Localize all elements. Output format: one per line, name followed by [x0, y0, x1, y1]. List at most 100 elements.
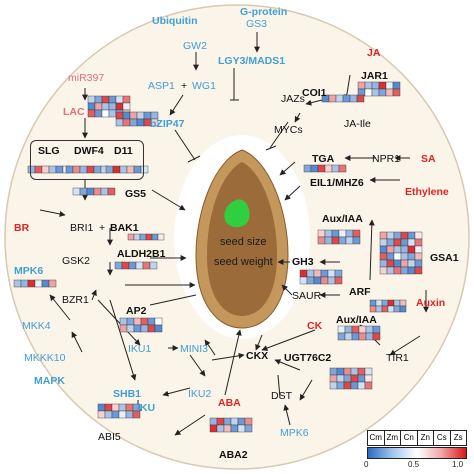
heatmap-cell	[356, 94, 365, 103]
heatmap-cell	[216, 424, 225, 433]
heatmap-cell	[114, 261, 123, 270]
label-lac: LAC	[63, 106, 85, 118]
label-shb1: SHB1	[113, 388, 142, 400]
heatmap-cell	[230, 424, 239, 433]
expression-heatmap	[299, 269, 343, 285]
expression-heatmap	[97, 403, 141, 419]
heatmap-cell	[386, 259, 395, 268]
heatmap-cell	[399, 305, 407, 313]
heatmap-cell	[387, 299, 395, 307]
center-seed-weight: seed weight	[214, 256, 273, 268]
heatmap-cell	[299, 269, 308, 278]
heatmap-cell	[381, 305, 389, 313]
label-mycs: MYCs	[274, 124, 303, 136]
label-ugt76c2: UGT76C2	[284, 352, 332, 364]
legend-color-scale	[367, 447, 467, 459]
label-bzr1: BZR1	[62, 294, 89, 306]
heatmap-cell	[27, 279, 36, 288]
heatmap-cell	[400, 231, 409, 240]
heatmap-cell	[145, 233, 153, 241]
heatmap-cell	[93, 187, 102, 196]
legend-species: Zs	[453, 433, 463, 442]
heatmap-layer	[13, 81, 423, 433]
label-wg1: WG1	[192, 80, 216, 92]
heatmap-cell	[337, 332, 346, 341]
heatmap-cell	[345, 236, 354, 245]
expression-heatmap	[379, 231, 423, 275]
label-ck: CK	[307, 320, 323, 332]
heatmap-cell	[119, 317, 128, 326]
expression-heatmap	[87, 95, 131, 118]
label-sa: SA	[421, 153, 436, 165]
label-mkkk10: MKKK10	[24, 352, 66, 364]
legend-species: Zn	[418, 431, 434, 445]
label-iku2: IKU2	[188, 388, 212, 400]
heatmap-cell	[338, 229, 347, 238]
heatmap-cell	[118, 410, 127, 419]
heatmap-cell	[357, 381, 366, 390]
arrow	[265, 145, 277, 151]
heatmap-cell	[111, 410, 120, 419]
heatmap-cell	[122, 111, 131, 120]
label-ethylene: Ethylene	[405, 186, 449, 198]
heatmap-cell	[209, 417, 218, 426]
heatmap-cell	[79, 187, 88, 196]
heatmap-cell	[400, 266, 409, 275]
heatmap-cell	[115, 118, 124, 127]
heatmap-cell	[94, 102, 103, 111]
arrow	[174, 414, 206, 436]
heatmap-cell	[336, 367, 345, 376]
label-asp1: ASP1	[148, 80, 175, 92]
heatmap-cell	[385, 81, 394, 90]
heatmap-cell	[140, 317, 149, 326]
embryo	[224, 199, 250, 228]
heatmap-cell	[129, 111, 138, 120]
arrow	[39, 209, 66, 217]
heatmap-cell	[115, 111, 124, 120]
heatmap-cell	[364, 88, 373, 97]
heatmap-cell	[244, 424, 253, 433]
heatmap-cell	[154, 324, 163, 333]
heatmap-cell	[94, 95, 103, 104]
heatmap-cell	[331, 164, 340, 173]
heatmap-cell	[122, 102, 131, 111]
heatmap-cell	[132, 410, 141, 419]
heatmap-cell	[223, 417, 232, 426]
heatmap-cell	[407, 259, 416, 268]
heatmap-cell	[365, 332, 374, 341]
slg-dwf4-d11-box	[30, 140, 144, 180]
expression-heatmap	[105, 165, 149, 174]
heatmap-cell	[350, 381, 359, 390]
heatmap-cell	[136, 111, 145, 120]
arrow	[283, 404, 291, 426]
heatmap-cell	[125, 410, 134, 419]
heatmap-cell	[393, 245, 402, 254]
heatmap-cell	[334, 276, 343, 285]
heatmap-cell	[393, 305, 401, 313]
heatmap-cell	[136, 118, 145, 127]
heatmap-cell	[352, 236, 361, 245]
heatmap-cell	[369, 299, 377, 307]
label-ja: JA	[367, 47, 381, 59]
heatmap-cell	[150, 118, 159, 127]
heatmap-cell	[344, 332, 353, 341]
label-dst: DST	[271, 390, 292, 402]
heatmap-cell	[407, 245, 416, 254]
heatmap-cell	[379, 245, 388, 254]
heatmap-cell	[104, 403, 113, 412]
label-tir1: TIR1	[386, 352, 409, 364]
expression-heatmap	[317, 229, 361, 245]
heatmap-cell	[393, 266, 402, 275]
heatmap-cell	[337, 325, 346, 334]
label-aux-iaa-bottom: Aux/IAA	[336, 314, 377, 326]
heatmap-cell	[324, 236, 333, 245]
arrow	[162, 387, 191, 397]
expression-heatmap	[329, 367, 373, 390]
heatmap-cell	[343, 381, 352, 390]
heatmap-cell	[379, 238, 388, 247]
heatmap-cell	[372, 332, 381, 341]
heatmap-cell	[407, 238, 416, 247]
label-plus-2: +	[99, 222, 106, 234]
heatmap-cell	[97, 410, 106, 419]
heatmap-cell	[364, 81, 373, 90]
